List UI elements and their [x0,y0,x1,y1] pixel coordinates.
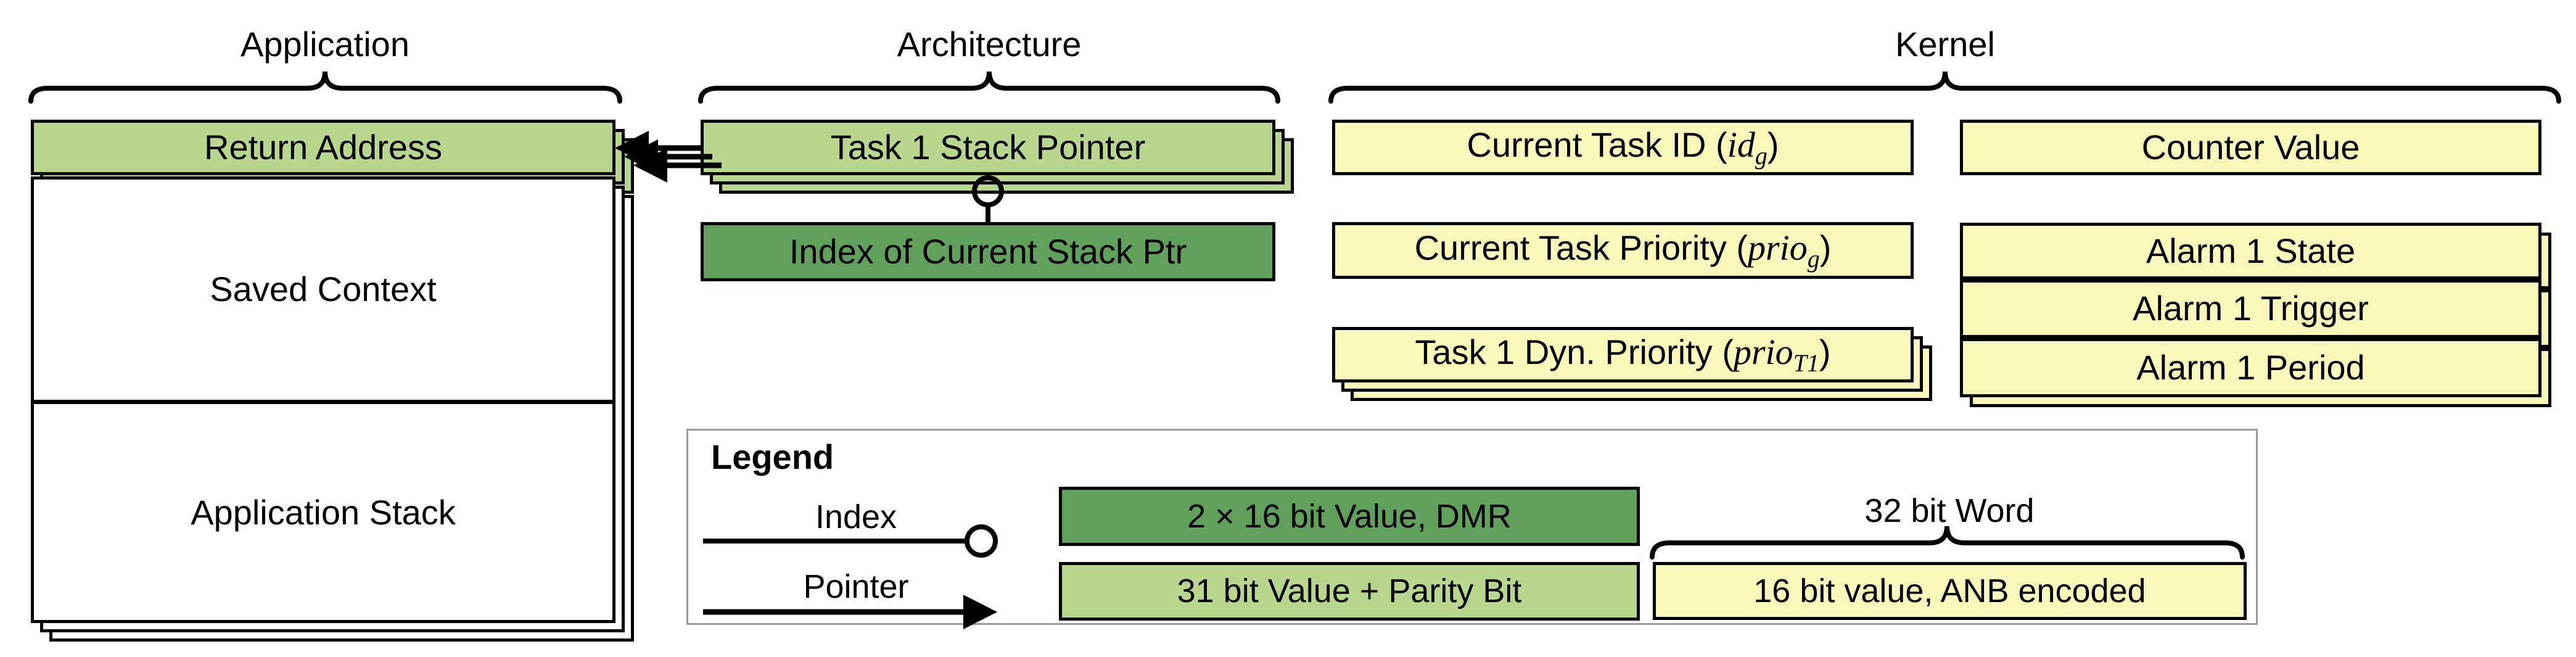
anb-box: 16 bit value, ANB encoded [1653,562,2247,620]
label-prefix: Current Task Priority ( [1414,228,1748,267]
current-task-priority-stack: Current Task Priority (priog) [1332,222,1914,279]
index-of-current-stack-ptr-stack: Index of Current Stack Ptr [701,222,1275,281]
task1-dyn-priority-box: Task 1 Dyn. Priority (prioT1) [1332,327,1914,382]
alarm1-trigger-label: Alarm 1 Trigger [2133,289,2369,328]
parity-box: 31 bit Value + Parity Bit [1059,562,1640,621]
context-divider [34,400,612,404]
section-label-architecture: Architecture [897,25,1082,64]
application-stack-cell: Application Stack [34,404,612,621]
math-var: prio [1748,227,1808,268]
alarm1-period-stack: Alarm 1 Period [1960,338,2551,407]
parity-box-label: 31 bit Value + Parity Bit [1177,572,1522,610]
legend-title: Legend [711,437,834,476]
label-suffix: ) [1767,125,1779,164]
index-legend-label: Index [815,498,897,535]
application-brace [28,71,622,104]
label-prefix: Task 1 Dyn. Priority ( [1415,332,1734,371]
task1-dyn-priority-label: Task 1 Dyn. Priority (prioT1) [1415,331,1831,377]
index-of-current-stack-ptr-box: Index of Current Stack Ptr [701,222,1275,281]
current-task-priority-label: Current Task Priority (priog) [1415,229,1832,272]
current-task-priority-box: Current Task Priority (priog) [1332,222,1914,279]
task1-stack-pointer-stack: Task 1 Stack Pointer [701,120,1294,194]
alarm1-period-box: Alarm 1 Period [1960,338,2541,397]
application-memory-box: Saved Context Application Stack [31,176,615,623]
label-suffix: ) [1819,332,1831,371]
counter-value-label: Counter Value [2141,127,2360,167]
architecture-brace [698,71,1280,104]
index-of-current-stack-ptr-label: Index of Current Stack Ptr [789,231,1187,271]
dmr-box: 2 × 16 bit Value, DMR [1059,487,1640,546]
dmr-box-label: 2 × 16 bit Value, DMR [1187,497,1512,535]
return-address-box: Return Address [31,120,615,175]
counter-value-box: Counter Value [1960,120,2541,175]
current-task-id-stack: Current Task ID (idg) [1332,120,1914,175]
application-stack-label: Application Stack [191,492,456,532]
alarm1-state-stack: Alarm 1 State [1960,223,2551,289]
math-var: id [1727,124,1755,165]
task1-stack-pointer-label: Task 1 Stack Pointer [830,127,1146,167]
task1-dyn-priority-stack: Task 1 Dyn. Priority (prioT1) [1332,327,1932,401]
kernel-brace [1328,71,2561,104]
alarm1-state-box: Alarm 1 State [1960,223,2541,279]
saved-context-cell: Saved Context [34,180,612,400]
legend-panel: Legend Index Pointer 2 × 16 bit Value, D… [686,429,2258,625]
alarm1-period-label: Alarm 1 Period [2136,347,2365,387]
application-memory-stack: Saved Context Application Stack [31,176,634,642]
label-prefix: Current Task ID ( [1467,125,1727,164]
current-task-id-label: Current Task ID (idg) [1467,126,1779,169]
math-sub: g [1755,141,1767,170]
alarm1-trigger-box: Alarm 1 Trigger [1960,279,2541,338]
task1-stack-pointer-box: Task 1 Stack Pointer [701,120,1275,175]
current-task-id-box: Current Task ID (idg) [1332,120,1914,175]
pointer-legend-label: Pointer [803,568,909,605]
word32-label: 32 bit Word [1864,492,2035,529]
math-sub: T1 [1793,349,1819,377]
return-address-stack: Return Address [31,120,634,194]
saved-context-label: Saved Context [210,270,437,309]
label-suffix: ) [1819,228,1832,267]
section-label-application: Application [241,25,409,64]
alarm1-trigger-stack: Alarm 1 Trigger [1960,279,2551,348]
anb-box-label: 16 bit value, ANB encoded [1753,572,2146,609]
return-address-label: Return Address [204,127,442,167]
math-var: prio [1733,331,1793,372]
math-sub: g [1807,244,1820,273]
counter-value-stack: Counter Value [1960,120,2541,175]
alarm1-state-label: Alarm 1 State [2146,231,2356,270]
section-label-kernel: Kernel [1895,25,1995,64]
pointer-arrow-3-head [633,148,667,183]
